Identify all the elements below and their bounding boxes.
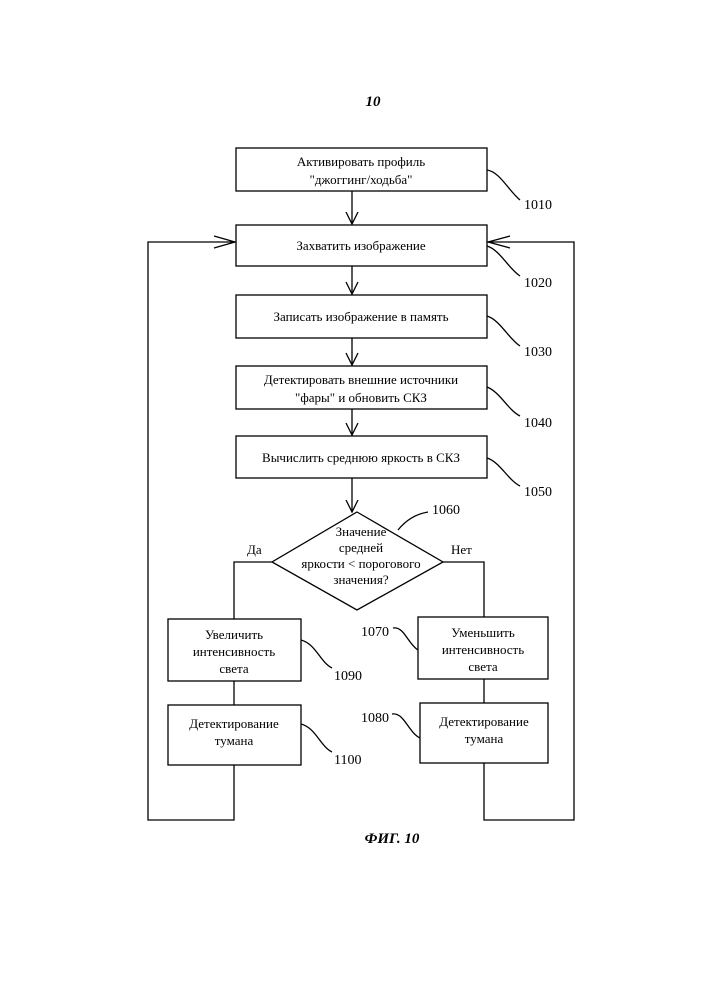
ref-1070: 1070 [361,625,389,640]
ref-1050: 1050 [524,485,552,500]
leader-1090 [301,640,332,668]
ref-1010: 1010 [524,198,552,213]
ref-1020: 1020 [524,276,552,291]
step-1030-line1: Записать изображение в память [273,309,448,324]
branch-no-label: Нет [451,542,472,557]
ref-1100: 1100 [334,753,361,768]
leader-1010 [487,170,520,200]
leader-1080 [392,714,420,738]
step-1080-fog-detection: Детектирование тумана [420,703,548,763]
step-1090-line2: интенсивность [193,644,275,659]
step-1020-capture-image: Захватить изображение [236,225,487,266]
leader-1030 [487,316,520,346]
step-1030-save-image: Записать изображение в память [236,295,487,338]
step-1080-line2: тумана [465,731,504,746]
leader-1020 [487,246,520,276]
step-1100-fog-detection: Детектирование тумана [168,705,301,765]
step-1070-line2: интенсивность [442,642,524,657]
figure-caption: ФИГ. 10 [365,831,420,847]
step-1020-line1: Захватить изображение [296,238,426,253]
decision-1060-line4: значения? [333,572,389,587]
ref-1090: 1090 [334,669,362,684]
step-1090-line1: Увеличить [205,627,263,642]
ref-1040: 1040 [524,416,552,431]
step-1070-line3: света [468,659,497,674]
step-1090-line3: света [219,661,248,676]
decision-1060-brightness-threshold: Значение средней яркости < порогового зн… [272,512,443,610]
step-1010-activate-profile: Активировать профиль "джоггинг/ходьба" [236,148,487,191]
leader-1050 [487,458,520,486]
ref-1060: 1060 [432,503,460,518]
step-1040-line1: Детектировать внешние источники [264,372,458,387]
leader-1060 [398,512,428,530]
leader-1100 [301,724,332,752]
leader-1070 [393,628,418,650]
step-1040-detect-headlights: Детектировать внешние источники "фары" и… [236,366,487,409]
step-1100-line1: Детектирование [189,716,279,731]
leader-1040 [487,387,520,416]
step-1010-line2: "джоггинг/ходьба" [310,172,413,187]
step-1070-line1: Уменьшить [451,625,515,640]
page-number: 10 [366,94,382,110]
step-1050-compute-brightness: Вычислить среднюю яркость в СКЗ [236,436,487,478]
decision-1060-line3: яркости < порогового [301,556,420,571]
step-1070-decrease-light: Уменьшить интенсивность света [418,617,548,679]
branch-yes-label: Да [247,542,262,557]
decision-1060-line1: Значение [336,524,387,539]
step-1040-line2: "фары" и обновить СКЗ [295,390,427,405]
ref-1030: 1030 [524,345,552,360]
ref-1080: 1080 [361,711,389,726]
step-1100-line2: тумана [215,733,254,748]
step-1080-line1: Детектирование [439,714,529,729]
step-1050-line1: Вычислить среднюю яркость в СКЗ [262,450,460,465]
decision-1060-line2: средней [339,540,383,555]
step-1090-increase-light: Увеличить интенсивность света [168,619,301,681]
step-1010-line1: Активировать профиль [297,154,425,169]
